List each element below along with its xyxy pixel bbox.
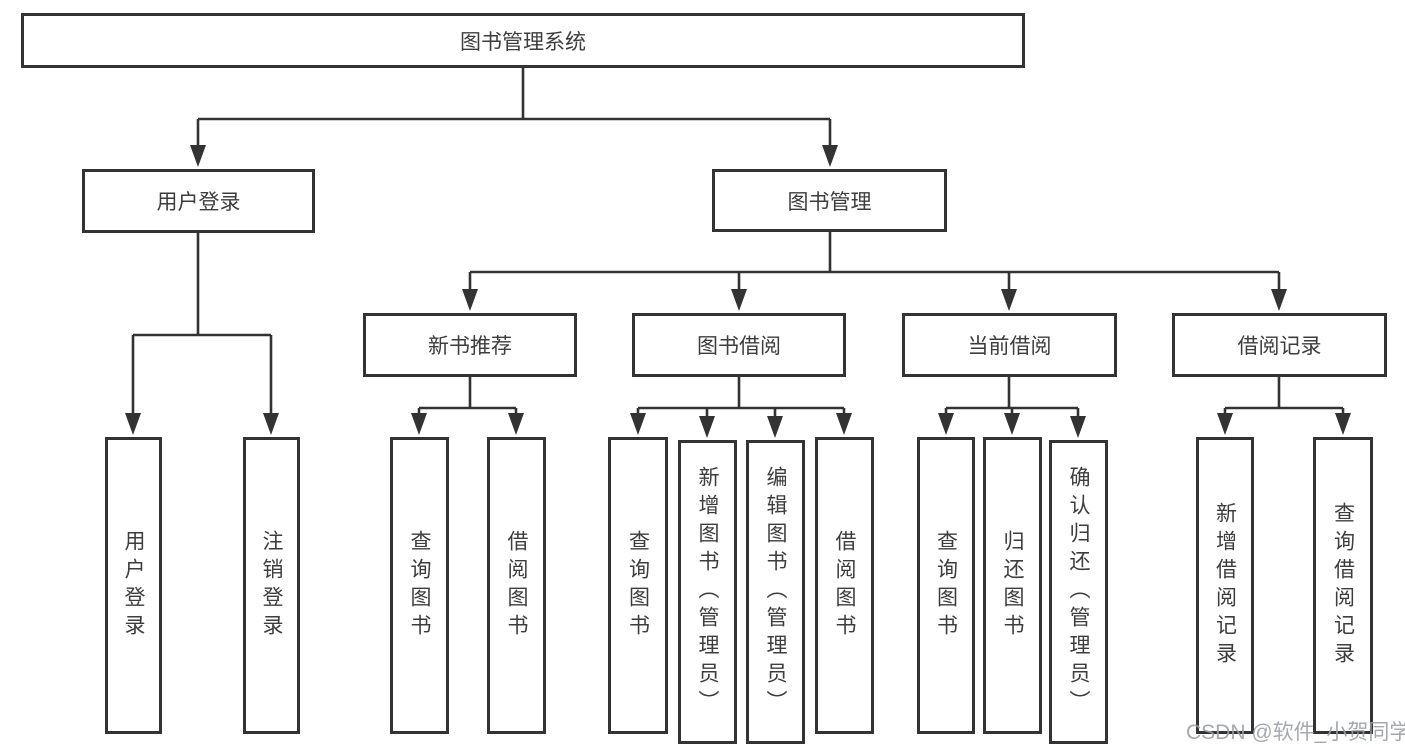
node-book-management: 图书管理 (712, 169, 947, 232)
leaf-user-login-label: 用户登录 (122, 529, 145, 642)
leaf-query-books-borrowing-label: 查询图书 (626, 529, 650, 642)
leaf-edit-book-admin-label: 编辑图书（管理员） (764, 466, 787, 718)
node-book-borrowing: 图书借阅 (632, 313, 846, 377)
node-user-login-label: 用户登录 (156, 191, 241, 214)
node-current-borrowing-label: 当前借阅 (967, 335, 1052, 358)
node-book-management-label: 图书管理 (787, 190, 872, 214)
leaf-query-books-current-label: 查询图书 (934, 529, 958, 642)
connector-path (131, 68, 1345, 417)
leaf-query-books-current: 查询图书 (917, 437, 975, 734)
leaf-add-book-admin-label: 新增图书（管理员） (696, 466, 719, 718)
leaf-logout-label: 注销登录 (260, 529, 283, 642)
node-current-borrowing: 当前借阅 (902, 313, 1117, 377)
leaf-add-book-admin: 新增图书（管理员） (678, 440, 737, 744)
node-book-borrowing-label: 图书借阅 (697, 335, 781, 358)
leaf-query-books-recommend-label: 查询图书 (408, 529, 431, 642)
node-system-root-label: 图书管理系统 (460, 30, 586, 54)
node-user-login: 用户登录 (82, 169, 315, 233)
leaf-add-borrow-record-label: 新增借阅记录 (1213, 501, 1237, 670)
node-borrow-records-label: 借阅记录 (1237, 335, 1322, 358)
leaf-add-borrow-record: 新增借阅记录 (1196, 437, 1254, 734)
arrowheads (125, 145, 1351, 438)
leaf-borrow-books-borrowing: 借阅图书 (815, 437, 874, 734)
watermark: CSDN @软件_小贺同学 (1186, 721, 1405, 744)
leaf-borrow-books-recommend: 借阅图书 (487, 437, 546, 734)
leaf-query-books-borrowing: 查询图书 (608, 437, 668, 734)
node-system-root: 图书管理系统 (21, 13, 1025, 68)
leaf-return-book-label: 归还图书 (1001, 529, 1024, 642)
leaf-confirm-return-admin-label: 确认归还（管理员） (1067, 466, 1090, 718)
leaf-query-borrow-record-label: 查询借阅记录 (1331, 501, 1355, 670)
leaf-query-books-recommend: 查询图书 (390, 437, 449, 734)
leaf-borrow-books-recommend-label: 借阅图书 (505, 529, 528, 642)
leaf-return-book: 归还图书 (983, 437, 1042, 734)
leaf-query-borrow-record: 查询借阅记录 (1313, 437, 1373, 734)
node-new-book-recommend: 新书推荐 (363, 313, 577, 377)
leaf-borrow-books-borrowing-label: 借阅图书 (833, 529, 856, 642)
leaf-logout: 注销登录 (243, 437, 300, 734)
leaf-user-login: 用户登录 (105, 437, 162, 734)
leaf-edit-book-admin: 编辑图书（管理员） (746, 440, 805, 744)
leaf-confirm-return-admin: 确认归还（管理员） (1049, 440, 1108, 744)
node-new-book-recommend-label: 新书推荐 (428, 335, 512, 358)
node-borrow-records: 借阅记录 (1172, 313, 1387, 377)
